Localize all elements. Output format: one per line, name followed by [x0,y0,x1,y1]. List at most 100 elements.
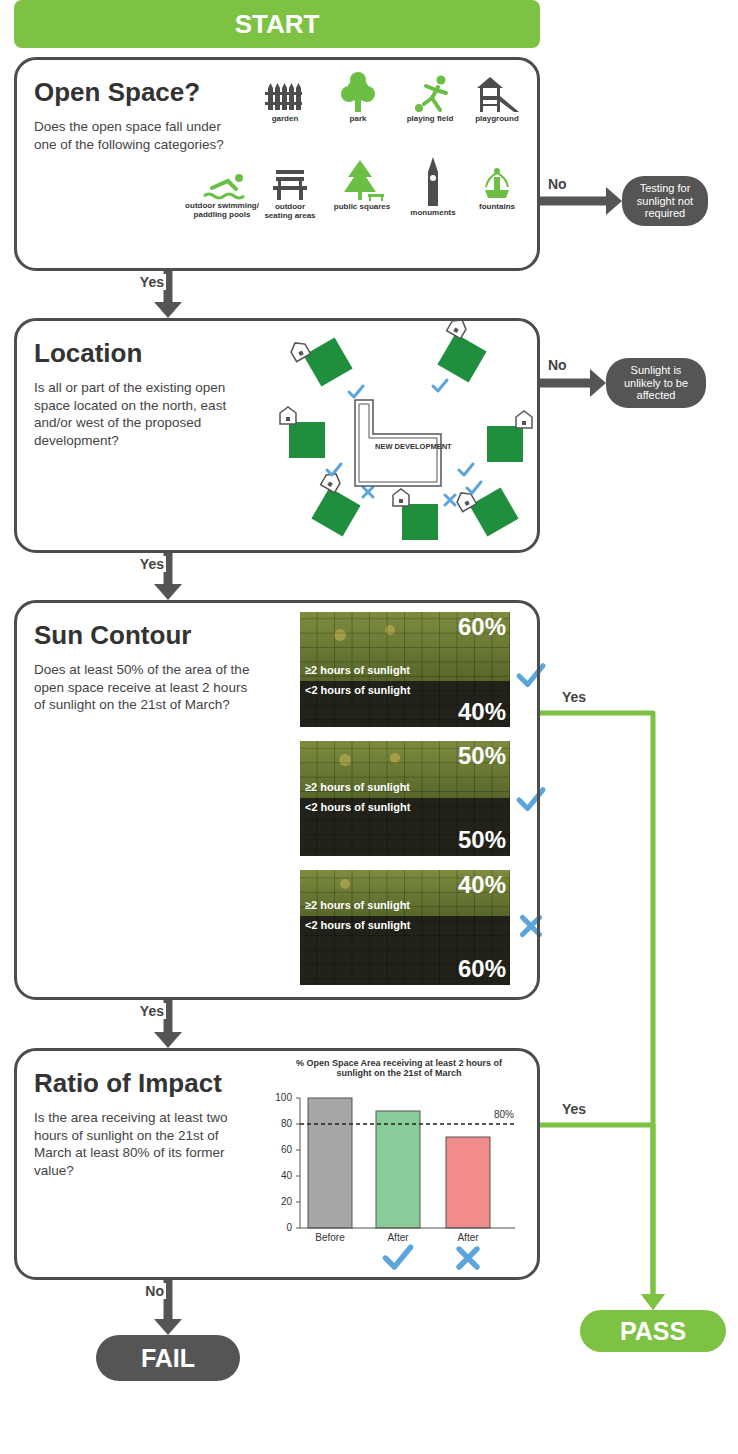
arrowhead [154,584,182,600]
playground-icon-part [477,77,503,88]
tower-icon [428,157,438,206]
percent-label: 50% [424,742,506,770]
arrowhead [641,1294,665,1310]
tree-icon-part [359,86,375,102]
tree-icon-part [341,86,357,102]
fence-icon [265,83,302,110]
icon-label: garden [255,114,315,123]
edge-label: No [546,176,590,192]
pine-icon-part [369,197,371,201]
axis-tick: 60 [262,1144,292,1156]
start-banner: START [14,0,540,48]
sun-contour-photo-part [523,918,540,935]
fountain-icon-part [494,177,500,190]
site-plan-part [363,487,373,497]
connector-line [540,1125,653,1295]
icon-label: playing field [395,114,465,123]
fence-icon-part [296,83,301,110]
contour-label: <2 hours of sunlight [305,684,495,697]
icon-label: outdoor seating areas [260,202,320,220]
icon-label: monuments [398,208,468,217]
outline-outer [355,400,441,486]
contour-label: ≥2 hours of sunlight [305,899,495,912]
sun-contour-photo [300,870,540,985]
edge-label: Yes [560,1101,604,1117]
question-panel: Open Space? Does the open space fall unde… [14,57,540,271]
arrowhead [641,1294,665,1310]
tower-icon-part [428,172,438,206]
node-title: NEW DEVELOPMENT [375,442,439,451]
fence-icon-part [282,83,287,110]
bar-chart-part [376,1111,420,1228]
node-body: Is all or part of the existing open spac… [34,379,244,449]
node-body: Does the open space fall under one of th… [34,118,234,153]
site-plan-part [280,407,325,458]
arrowhead [590,369,606,397]
node-title: START [235,9,320,40]
node-title: Testing for sunlight not required [629,182,701,220]
contour-label: ≥2 hours of sunlight [305,664,495,677]
contour-label: <2 hours of sunlight [305,801,495,814]
site-plan-part [327,464,341,475]
fountain-icon-part [494,168,500,174]
node-title: PASS [620,1317,686,1346]
arrowhead [154,1032,182,1048]
fence-icon-part [265,92,302,95]
node-title: Open Space? [34,77,200,108]
node-title: FAIL [141,1344,195,1373]
swimmer-icon-part [204,194,244,198]
site-plan [280,316,532,541]
sun-contour-photo [300,741,543,856]
edge-label: No [124,1283,166,1299]
contour-label: <2 hours of sunlight [305,919,495,932]
flow-connector [540,1125,665,1310]
sun-contour-photo-part [300,612,510,727]
pine-icon-part [358,192,362,200]
bar-chart [296,1098,515,1267]
bar-label: After [443,1232,493,1244]
site-plan-part [454,474,518,541]
outcome-pill: Sunlight is unlikely to be affected [606,358,706,408]
site-plan-part [393,489,438,540]
tree-icon [341,72,375,112]
fountain-icon-part [485,190,509,198]
sun-contour-photo-part [300,870,510,985]
fence-icon-part [275,83,280,110]
pine-icon-part [368,194,384,197]
connector-line [540,379,591,388]
playground-icon [477,77,519,112]
swimmer-icon-part [235,174,243,182]
contour-label: ≥2 hours of sunlight [305,781,495,794]
fountain-icon [485,168,509,198]
site-plan-part [433,380,447,391]
swimmer-icon-part [212,181,236,189]
question-panel: Ratio of ImpactIs the area receiving at … [14,1048,540,1280]
bar-chart-part [308,1098,352,1228]
arrowhead [606,187,622,215]
axis-tick: 20 [262,1196,292,1208]
percent-label: 60% [424,613,506,641]
bench-icon [273,170,307,200]
site-plan-part [288,324,352,391]
fence-icon-part [268,83,273,110]
player-icon [415,76,446,113]
icon-label: public squares [327,202,397,211]
site-plan-part [349,386,363,397]
node-body: Is the area receiving at least two hours… [34,1109,234,1179]
percent-label: 50% [424,826,506,854]
axis-tick: 100 [262,1092,292,1104]
icon-label: playground [462,114,532,123]
site-plan-part [445,495,455,505]
node-title: Sun Contour [34,620,191,651]
node-title: Location [34,338,142,369]
flow-connector [540,713,665,1310]
sun-contour-photo-part [300,741,510,856]
playground-icon-part [480,96,500,100]
bar-chart-part [385,1247,410,1267]
bar-chart-part [446,1137,490,1228]
player-icon-part [437,76,446,85]
bar-chart-part [459,1249,477,1267]
pass-terminal: PASS [580,1310,726,1352]
